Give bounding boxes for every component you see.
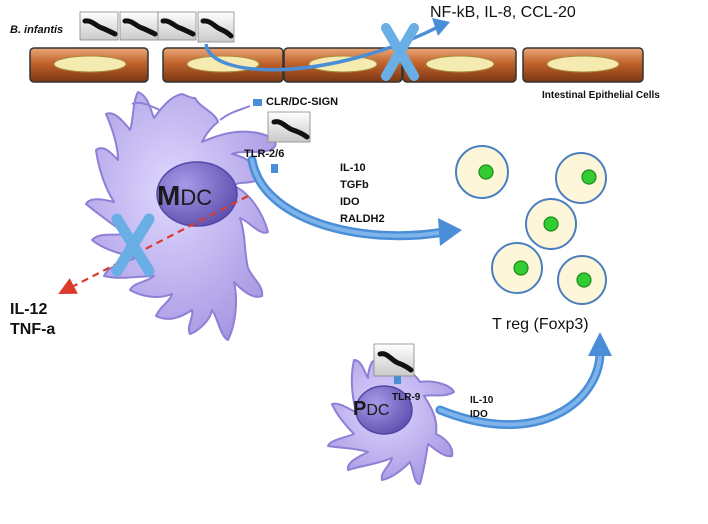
mdc-nucleus xyxy=(156,161,238,227)
block-x-icon xyxy=(381,23,419,81)
treg-label: T reg (Foxp3) xyxy=(492,316,589,333)
epithelial-nucleus xyxy=(546,55,620,73)
epithelial-nucleus xyxy=(425,55,495,73)
bacterium-label: B. infantis xyxy=(10,24,64,36)
pdc-nucleus xyxy=(355,385,413,435)
epithelial-cells-label: Intestinal Epithelial Cells xyxy=(542,90,660,101)
treg-cell xyxy=(557,255,607,305)
pdc-cell xyxy=(327,343,455,485)
mdc-induced-list: IL-10 TGFb IDO RALDH2 xyxy=(340,160,385,228)
bacterium-icon xyxy=(157,11,197,41)
epithelial-layer xyxy=(29,47,644,83)
epithelial-nucleus xyxy=(53,55,127,73)
mdc-suppressed-list: IL-12 TNF-a xyxy=(10,300,55,340)
epithelial-nucleus xyxy=(308,55,378,73)
pdc-induced-item: IDO xyxy=(470,409,488,420)
bacteria-row xyxy=(79,11,235,43)
receptor-icon xyxy=(394,376,401,384)
epithelial-signals-label: NF-kB, IL-8, CCL-20 xyxy=(430,4,576,21)
mdc-title: MDC xyxy=(157,180,212,212)
mdc-suffix: DC xyxy=(180,185,213,210)
mdc-induced-item: IL-10 xyxy=(340,162,366,174)
tlr26-receptor-label: TLR-2/6 xyxy=(244,148,285,160)
bacterium-icon xyxy=(197,11,235,43)
treg-cells xyxy=(455,145,607,305)
mdc-suppressed-item: TNF-a xyxy=(10,321,56,338)
treg-cell xyxy=(455,145,509,199)
bacterium-icon xyxy=(79,11,119,41)
mdc-induced-item: TGFb xyxy=(340,179,369,191)
pdc-title: PDC xyxy=(353,398,389,421)
block-x-icon xyxy=(111,213,155,277)
suppression-arrow xyxy=(58,195,249,295)
pdc-letter: P xyxy=(353,398,367,420)
treg-cell xyxy=(525,198,577,250)
mdc-letter: M xyxy=(157,180,181,211)
mdc-suppressed-item: IL-12 xyxy=(10,301,48,318)
bacterium-icon xyxy=(119,11,159,41)
bacterium-icon xyxy=(373,343,415,377)
bacterium-icon xyxy=(267,111,311,143)
pdc-induced-item: IL-10 xyxy=(470,395,494,406)
mdc-induced-item: IDO xyxy=(340,196,360,208)
clr-receptor-label: CLR/DC-SIGN xyxy=(266,96,339,108)
pdc-suffix: DC xyxy=(366,402,390,419)
mdc-induced-item: RALDH2 xyxy=(340,213,385,225)
treg-cell xyxy=(555,152,607,204)
pdc-to-treg-arrow xyxy=(435,332,612,430)
receptor-icon xyxy=(271,164,278,173)
tlr9-receptor-label: TLR-9 xyxy=(392,392,421,403)
mdc-cell xyxy=(85,91,311,341)
pdc-induced-list: IL-10 IDO xyxy=(470,394,493,422)
mdc-to-treg-arrow xyxy=(247,155,462,246)
receptor-icon xyxy=(253,99,262,106)
treg-cell xyxy=(491,242,543,294)
